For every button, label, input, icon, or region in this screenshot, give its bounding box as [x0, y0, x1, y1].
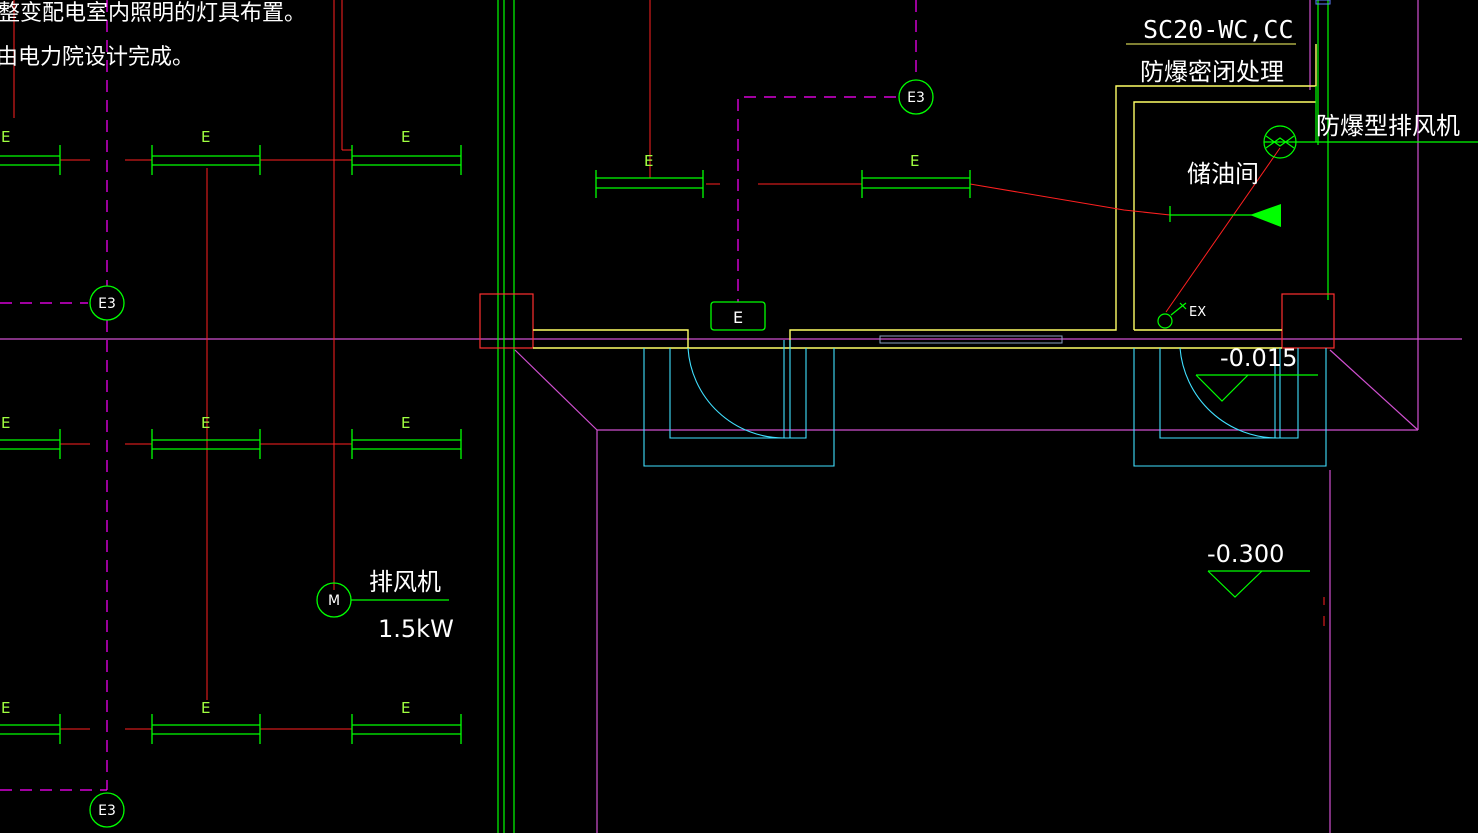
green-wall-lines	[497, 0, 1329, 833]
exhaust-fan-icon	[1263, 86, 1478, 159]
fixture-row-3	[0, 714, 462, 744]
conduit-label: SC20-WC,CC	[1143, 15, 1294, 44]
fan-ex-label: 防爆型排风机	[1316, 112, 1460, 140]
junction-labels: E3 E3 E3 E	[98, 90, 925, 819]
fixture-label: E	[1, 414, 10, 432]
elevation-markers	[1195, 374, 1318, 598]
room-text: SC20-WC,CC 防爆密闭处理 防爆型排风机 储油间 EX M 排风机 1.…	[328, 15, 1460, 643]
junction-box-icon	[89, 285, 125, 321]
fan-power-label: 1.5kW	[378, 615, 454, 643]
doors	[643, 340, 1327, 467]
fixture-label: E	[201, 414, 210, 432]
fixture-label: E	[201, 699, 210, 717]
fixture-label: E	[401, 128, 410, 146]
columns	[479, 293, 1335, 349]
fixture-label: E	[1, 128, 10, 146]
fixture-label: E	[401, 699, 410, 717]
motor-icon	[316, 582, 449, 618]
fixture-label: E	[201, 128, 210, 146]
lighting-fixtures	[0, 145, 1252, 744]
note-line-2: 由电力院设计完成。	[0, 45, 194, 70]
fixture-row-right	[595, 170, 971, 198]
ex-device-icon	[1157, 302, 1187, 329]
level-1-label: -0.015	[1220, 344, 1297, 372]
seal-label: 防爆密闭处理	[1140, 58, 1284, 86]
room-walls	[533, 44, 1317, 349]
fixture-label: E	[644, 152, 653, 170]
junction-label: E3	[98, 803, 116, 819]
dashed-lines	[0, 0, 917, 791]
motor-label: M	[328, 593, 340, 609]
fixture-label: E	[910, 152, 919, 170]
fixture-label: E	[1, 699, 10, 717]
fan-label: 排风机	[369, 568, 441, 596]
fixture-labels: E E E E E E E E E E E	[1, 128, 919, 717]
note-line-1: 调整变配电室内照明的灯具布置。	[0, 1, 306, 26]
fixture-row-2	[0, 429, 462, 459]
junction-boxes	[89, 79, 934, 828]
level-2-label: -0.300	[1207, 540, 1284, 568]
notes: 调整变配电室内照明的灯具布置。 由电力院设计完成。	[0, 1, 306, 70]
corner-marker	[1315, 0, 1331, 5]
oil-room-label: 储油间	[1187, 160, 1259, 188]
wiring	[13, 0, 1281, 730]
switch-box	[710, 301, 766, 331]
junction-label: E3	[907, 90, 925, 106]
explosion-proof-lamp-icon	[1250, 204, 1281, 227]
fixture-row-1	[0, 145, 462, 175]
ex-tag-label: EX	[1189, 305, 1206, 320]
fixture-label: E	[401, 414, 410, 432]
switch-box-label: E	[733, 308, 743, 327]
wall-opening	[879, 335, 1063, 344]
junction-box-icon	[89, 792, 125, 828]
junction-box-icon	[898, 79, 934, 115]
junction-label: E3	[98, 296, 116, 312]
